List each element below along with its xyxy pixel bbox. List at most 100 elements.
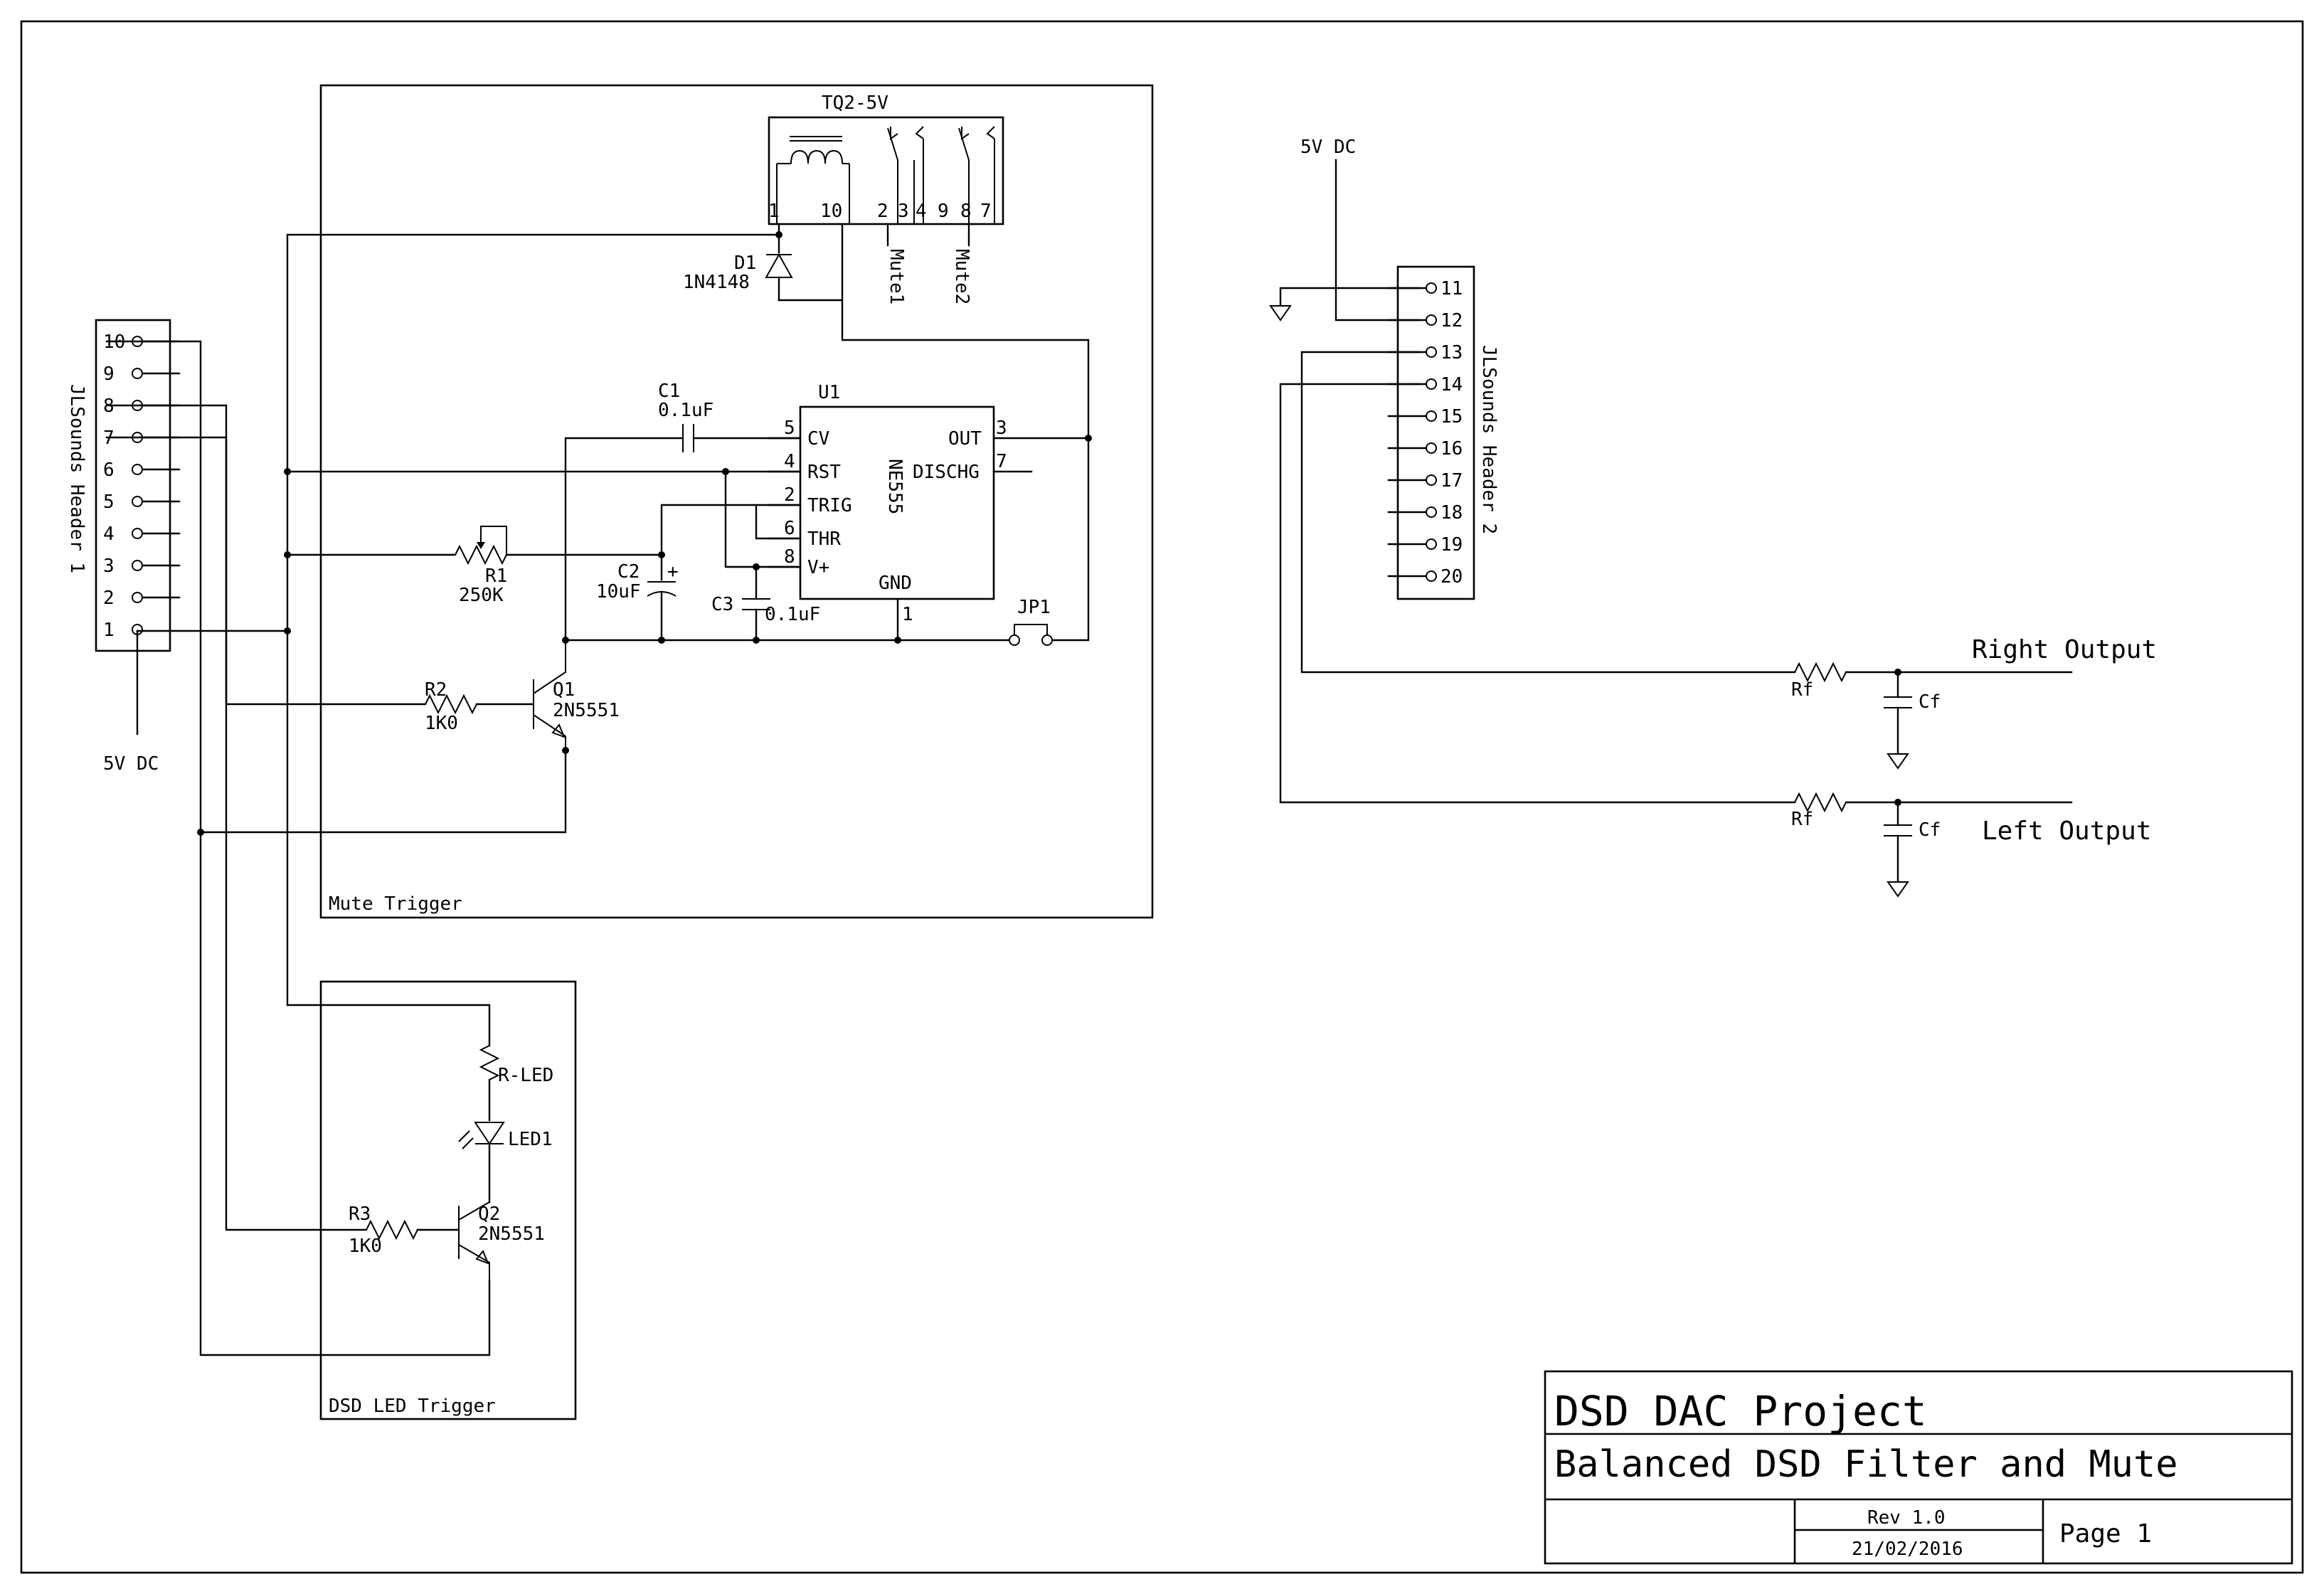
jp1-ref: JP1 [1017,597,1051,618]
u1-pin-number: 5 [784,418,795,439]
u1-pin-number: 4 [784,451,795,472]
u1-pin-number: 7 [996,451,1007,472]
header2-pin [1426,410,1437,422]
title-project: DSD DAC Project [1554,1387,1927,1435]
title-rev: Rev 1.0 [1867,1507,1946,1529]
relay-pin-label: 4 [916,201,927,222]
dsd-led-trigger-label: DSD LED Trigger [329,1396,496,1417]
r2-value: 1K0 [425,713,458,734]
left-output-filter: Rf Cf Left Output [1791,792,2151,898]
header2-pin [1426,442,1437,454]
header1-pin [132,592,143,603]
header2-pin-label: 11 [1440,278,1463,299]
c3-value: 0.1uF [765,604,820,625]
right-output-label: Right Output [1972,635,2157,664]
relay-mute1-label: Mute1 [886,249,907,304]
u1-pin-name: DISCHG [913,462,980,483]
header2-supply: 5V DC [1300,137,1356,158]
c2-ref: C2 [617,561,640,583]
relay-pin-label: 2 [877,201,888,222]
title-date: 21/02/2016 [1852,1539,1963,1560]
right-rf-label: Rf [1791,679,1813,701]
u1-gnd-number: 1 [902,604,913,625]
u1-pin-name: V+ [807,557,829,578]
header1-pin [132,464,143,475]
u1-pin-name: RST [807,462,841,483]
header2-pin-label: 12 [1440,310,1463,331]
c1-value: 0.1uF [658,400,713,421]
header2-pin [1426,474,1437,486]
jumper-jp1: JP1 [1009,597,1053,646]
header2-pin [1426,570,1437,582]
header2-pin [1426,378,1437,390]
header1-pin-label: 3 [103,556,115,577]
relay-pin-label: 9 [938,201,949,222]
header1-pin-label: 6 [103,459,115,481]
u1-pin-number: 8 [784,546,795,568]
header2-pin [1426,346,1437,358]
r2-ref: R2 [425,679,447,701]
mute-trigger-label: Mute Trigger [329,893,462,915]
u1-pin-name: THR [807,528,841,550]
r3-ref: R3 [349,1204,371,1225]
relay-pin-label: 8 [960,201,972,222]
u1-part: NE555 [884,459,906,514]
relay-mute2-label: Mute2 [951,249,972,304]
header1-pin-label: 9 [103,363,115,385]
header1-pin [132,560,143,571]
header2-pin-label: 14 [1440,374,1463,395]
relay-pin-label: 10 [820,201,842,222]
header2-pin-label: 17 [1440,470,1463,492]
c2-value: 10uF [596,581,641,602]
mute-trigger-wiring: + [105,223,1090,1006]
q2-value: 2N5551 [478,1223,545,1245]
u1-pin-name: TRIG [807,495,852,516]
dsd-led-trigger-frame [319,980,577,1420]
relay-pin-label: 7 [980,201,992,222]
header1-pin-label: 5 [103,492,115,513]
led-ref: LED1 [508,1129,553,1150]
header2-pin [1426,506,1437,518]
c1-ref: C1 [658,381,680,402]
header2-pin-label: 15 [1440,406,1463,427]
mute-trigger-frame [319,84,1154,919]
sheet-border [20,20,2304,1574]
title-block: DSD DAC Project Balanced DSD Filter and … [1544,1370,2293,1565]
header1-pin [132,528,143,539]
header2-pin [1426,538,1437,550]
right-output-filter: Rf Cf Right Output [1791,635,2157,770]
header1-pin-label: 4 [103,524,115,545]
left-rf-label: Rf [1791,809,1813,830]
header2-pin-label: 16 [1440,438,1463,459]
header2-pin-label: 13 [1440,342,1463,363]
header1-pin [132,368,143,379]
r1-ref: R1 [485,565,507,587]
d1-ref: D1 [734,253,756,274]
r1-value: 250K [459,585,504,606]
rled-ref: R-LED [498,1065,553,1086]
header2-pin [1426,282,1437,294]
header1-supply: 5V DC [103,753,159,775]
title-page: Page 1 [2059,1519,2152,1548]
header2-name: JLSounds Header 2 [1478,345,1500,534]
svg-text:+: + [667,561,679,583]
relay-pin-label: 1 [768,201,780,222]
header1-pin-label: 2 [103,588,115,609]
q2-ref: Q2 [478,1204,500,1225]
diode-d1: D1 1N4148 [683,223,793,302]
relay-name: TQ2-5V [822,92,888,114]
dsd-led-wiring [105,340,505,1356]
left-cf-label: Cf [1919,819,1941,841]
r3-value: 1K0 [349,1236,382,1257]
q1-ref: Q1 [553,679,575,701]
junctions [197,231,1092,836]
header2-pin-label: 20 [1440,566,1463,588]
u1-ref: U1 [818,382,840,403]
left-output-label: Left Output [1982,817,2151,846]
right-cf-label: Cf [1919,691,1941,713]
